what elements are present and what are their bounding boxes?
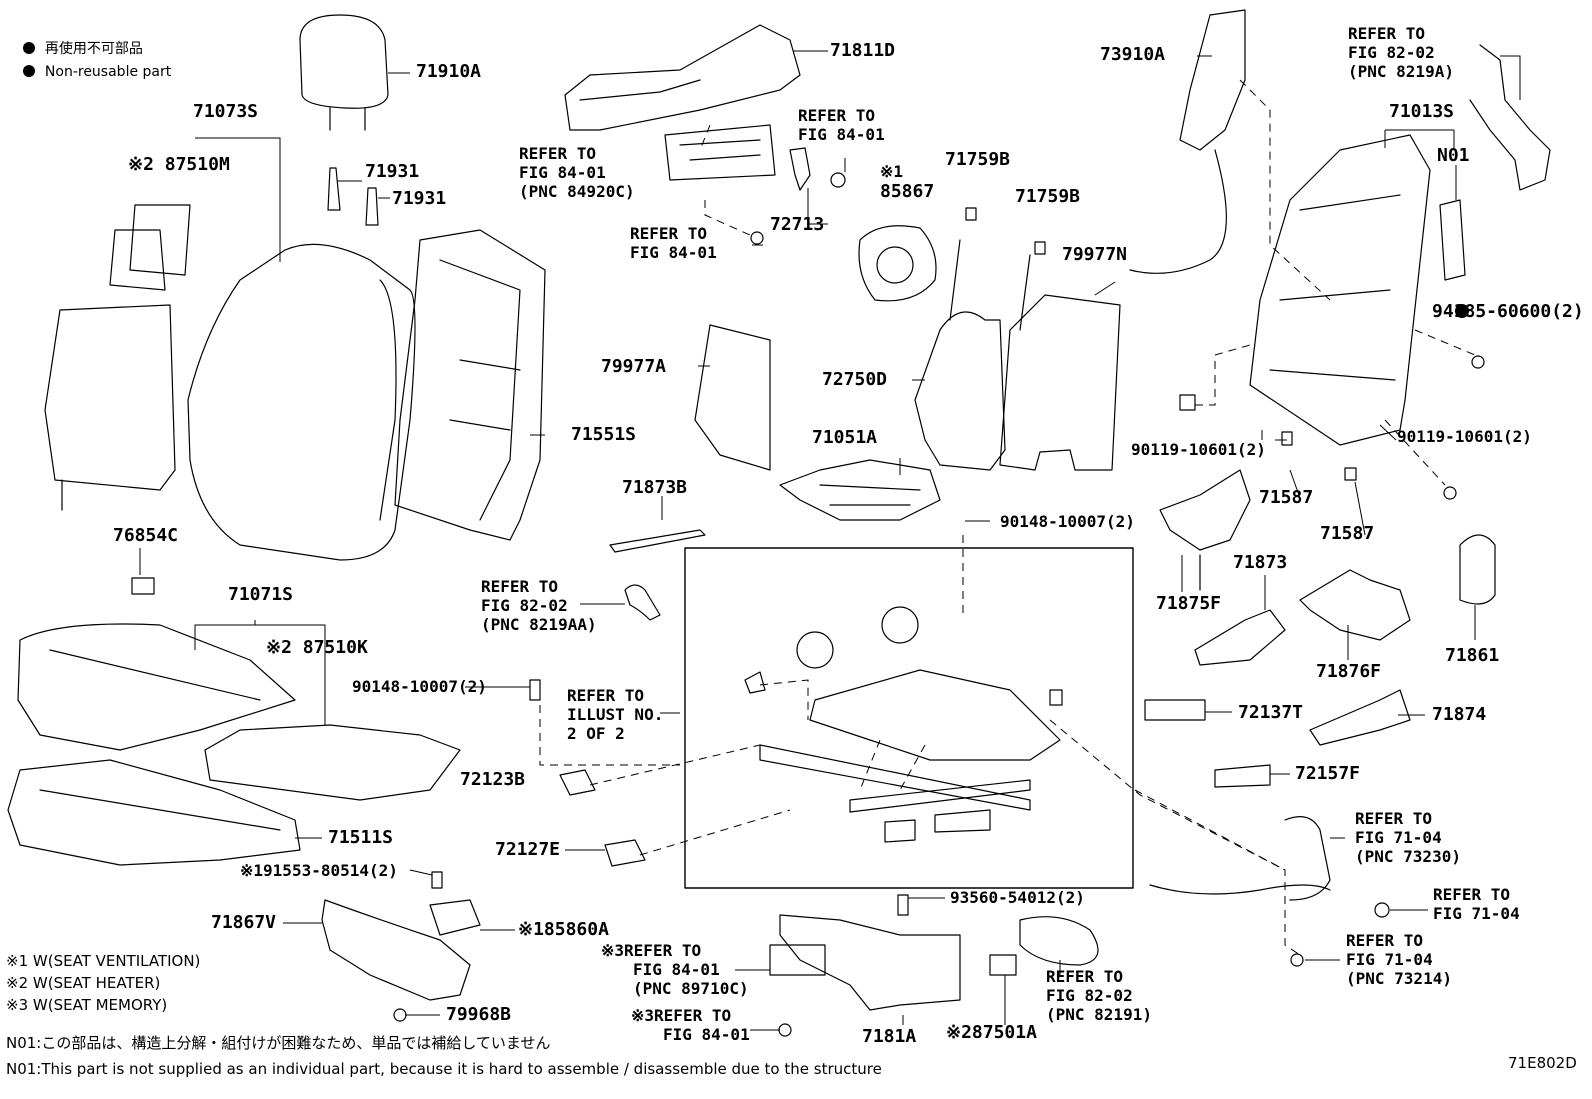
part-label-72137T[interactable]: 72137T: [1238, 702, 1304, 723]
part-label-71867V[interactable]: 71867V: [211, 912, 277, 933]
non-reusable-dot-icon: [22, 65, 35, 77]
part-label-73910A[interactable]: 73910A: [1100, 44, 1166, 65]
part-label-85867[interactable]: 85867: [880, 181, 935, 202]
part-label-71931-b[interactable]: 71931: [392, 188, 447, 209]
part-label-87510M[interactable]: ※2 87510M: [128, 154, 230, 175]
part-label-91553-80514[interactable]: ※191553-80514(2): [240, 861, 398, 880]
part-label-N01[interactable]: N01: [1437, 145, 1470, 166]
part-label-71587-b[interactable]: 71587: [1320, 523, 1375, 544]
part-label-90119-10601-b[interactable]: 90119-10601(2): [1397, 427, 1532, 446]
part-label-90148-10007-a[interactable]: 90148-10007(2): [1000, 512, 1135, 531]
part-label-85867-mark: ※1: [880, 162, 904, 181]
note-n01-jp: N01:この部品は、構造上分解・組付けが困難なため、単品では補給していません: [6, 1034, 551, 1052]
legend-non-reusable-jp: 再使用不可部品: [14, 22, 143, 58]
part-label-71511S[interactable]: 71511S: [328, 827, 394, 848]
part-label-71874[interactable]: 71874: [1432, 704, 1487, 725]
part-label-79977A[interactable]: 79977A: [601, 356, 667, 377]
part-label-79977N[interactable]: 79977N: [1062, 244, 1128, 265]
part-label-85860A[interactable]: ※185860A: [518, 919, 609, 940]
part-label-90148-10007-b[interactable]: 90148-10007(2): [352, 677, 487, 696]
footnote-seat-memory: ※3 W(SEAT MEMORY): [6, 996, 168, 1014]
part-label-71071S[interactable]: 71071S: [228, 584, 294, 605]
part-label-71759B-b[interactable]: 71759B: [1015, 186, 1081, 207]
illustration-code: 71E802D: [1508, 1054, 1577, 1072]
legend-non-reusable-en: Non-reusable part: [14, 48, 171, 80]
non-reusable-dot-icon: [22, 42, 35, 54]
part-label-71876F[interactable]: 71876F: [1316, 661, 1382, 682]
footnote-seat-heater: ※2 W(SEAT HEATER): [6, 974, 161, 992]
part-label-71931-a[interactable]: 71931: [365, 161, 420, 182]
part-label-71873B[interactable]: 71873B: [622, 477, 688, 498]
part-label-71811D[interactable]: 71811D: [830, 40, 896, 61]
part-label-79968B[interactable]: 79968B: [446, 1004, 512, 1025]
part-label-71759B-a[interactable]: 71759B: [945, 149, 1011, 170]
part-label-7181A[interactable]: 7181A: [862, 1026, 917, 1047]
part-label-72157F[interactable]: 72157F: [1295, 763, 1361, 784]
part-label-90119-10601-a[interactable]: 90119-10601(2): [1131, 440, 1266, 459]
part-label-72123B[interactable]: 72123B: [460, 769, 526, 790]
part-label-76854C[interactable]: 76854C: [113, 525, 179, 546]
part-label-71551S[interactable]: 71551S: [571, 424, 637, 445]
part-label-71875F[interactable]: 71875F: [1156, 593, 1222, 614]
part-label-87501A[interactable]: ※287501A: [946, 1022, 1037, 1043]
part-label-87510K[interactable]: ※2 87510K: [266, 637, 368, 658]
part-label-71873[interactable]: 71873: [1233, 552, 1288, 573]
part-label-93560-54012[interactable]: 93560-54012(2): [950, 888, 1085, 907]
part-label-71013S[interactable]: 71013S: [1389, 101, 1455, 122]
footnote-seat-ventilation: ※1 W(SEAT VENTILATION): [6, 952, 201, 970]
part-label-72127E[interactable]: 72127E: [495, 839, 561, 860]
part-label-72750D[interactable]: 72750D: [822, 369, 888, 390]
part-label-71051A[interactable]: 71051A: [812, 427, 878, 448]
part-label-72713[interactable]: 72713: [770, 214, 825, 235]
note-n01-en: N01:This part is not supplied as an indi…: [6, 1060, 882, 1078]
part-label-71861[interactable]: 71861: [1445, 645, 1500, 666]
part-label-71587-a[interactable]: 71587: [1259, 487, 1314, 508]
seat-track-drawing: [744, 606, 1063, 843]
part-label-71910A[interactable]: 71910A: [416, 61, 482, 82]
part-label-94185-60600[interactable]: 94185-60600(2): [1432, 301, 1584, 322]
headrest-drawing: [299, 14, 389, 131]
part-label-71073S[interactable]: 71073S: [193, 101, 259, 122]
